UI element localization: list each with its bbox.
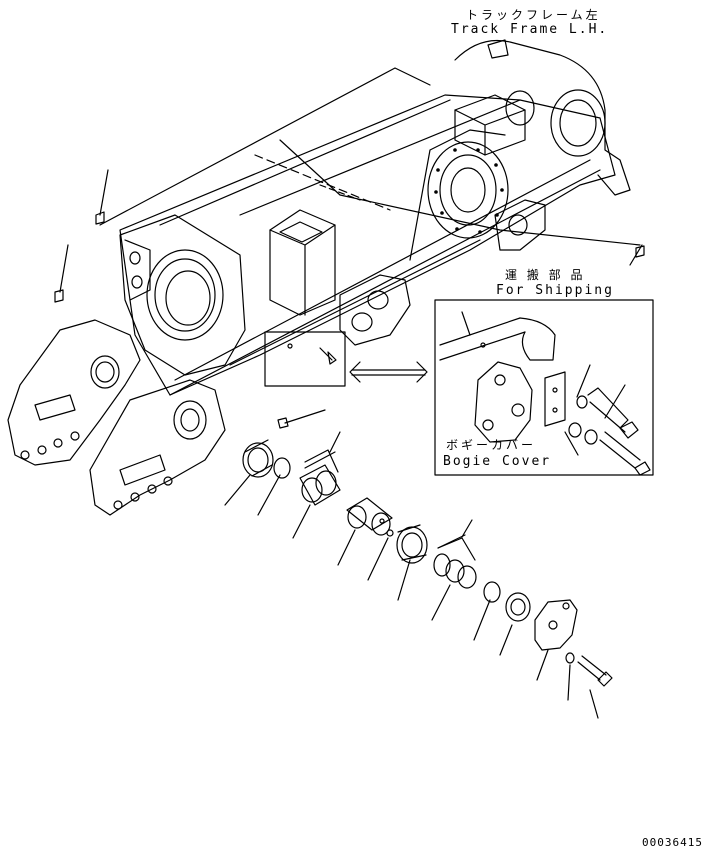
bogie-cover-label-en: Bogie Cover <box>443 454 552 469</box>
track-frame-label-jp: トラックフレーム左 <box>466 8 601 22</box>
track-frame-body <box>99 39 641 396</box>
shipping-detail-box <box>434 299 654 476</box>
detail-callout-box <box>264 331 428 387</box>
shipping-label-jp: 運 搬 部 品 <box>505 268 586 282</box>
shipping-label-en: For Shipping <box>496 283 614 298</box>
drawing-number: 00036415 <box>642 836 703 849</box>
leader-lines <box>54 169 645 719</box>
exploded-parts <box>242 439 613 687</box>
track-frame-label-en: Track Frame L.H. <box>451 22 609 37</box>
bogie-links <box>7 199 546 516</box>
bogie-cover-label-jp: ボギーカバー <box>446 438 537 452</box>
